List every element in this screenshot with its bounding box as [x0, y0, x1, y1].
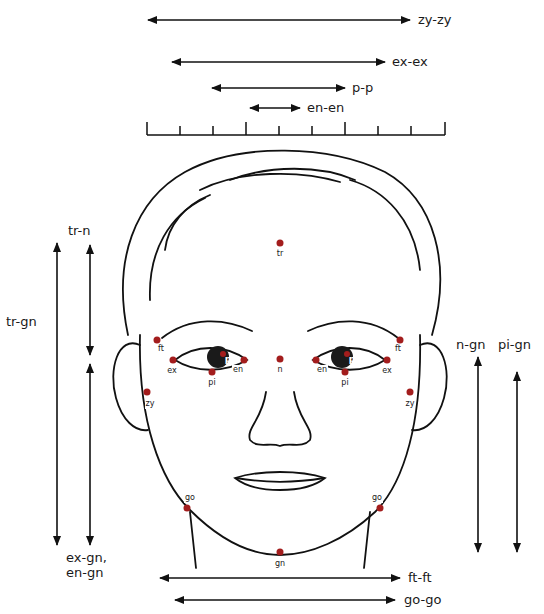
landmark-label: en: [232, 365, 244, 374]
dimension-label: go-go: [404, 593, 441, 608]
face-drawing: [113, 151, 446, 568]
dimension-label: zy-zy: [418, 13, 452, 28]
landmark-label: tr: [276, 249, 284, 258]
dimension-label: tr-gn: [6, 315, 37, 330]
landmark-label: zy: [405, 399, 416, 408]
landmark-label: ex: [381, 366, 393, 375]
landmark-label: gn: [274, 559, 286, 568]
dimension-label: ex-gn, en-gn: [66, 551, 112, 581]
dimension-label: en-en: [307, 101, 344, 116]
landmark-label: go: [371, 493, 383, 502]
dimension-label: tr-n: [68, 224, 91, 239]
landmark-label: n: [276, 365, 283, 374]
landmark-label: ft: [157, 344, 165, 353]
landmark-label: p: [225, 354, 231, 364]
landmark-dots: [144, 240, 414, 556]
dimension-label: pi-gn: [498, 338, 531, 353]
landmark-label: p: [349, 354, 355, 364]
landmark-label: zy: [145, 399, 156, 408]
landmark-label: pi: [207, 378, 216, 387]
dimension-label: n-gn: [456, 338, 485, 353]
landmark-label: pi: [340, 378, 349, 387]
dimension-arrows: [57, 20, 517, 600]
landmark-label: ex: [166, 366, 178, 375]
landmark-label: en: [316, 365, 328, 374]
dimension-label: p-p: [352, 81, 373, 96]
ruler: [147, 122, 445, 135]
landmark-label: go: [184, 493, 196, 502]
dimension-label: ft-ft: [408, 571, 432, 586]
landmark-label: ft: [394, 344, 402, 353]
dimension-label: ex-ex: [392, 55, 428, 70]
